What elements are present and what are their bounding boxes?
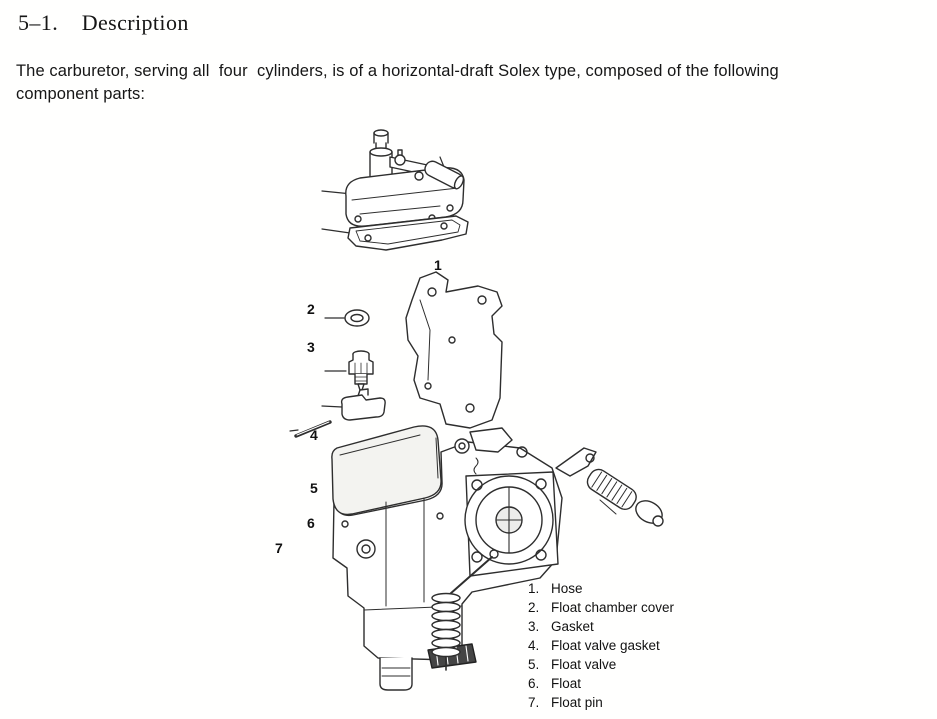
legend-item-number: 6. xyxy=(528,676,540,691)
legend-item-label: Hose xyxy=(551,581,583,596)
float-valve-part xyxy=(348,350,374,394)
callout-number-1: 1 xyxy=(434,257,442,273)
legend-item-label: Float valve xyxy=(551,657,617,672)
legend-item-label: Float chamber cover xyxy=(551,600,675,615)
legend-item-label: Float pin xyxy=(551,695,603,710)
callout-number-4: 4 xyxy=(310,427,318,443)
description-paragraph: The carburetor, serving all four cylinde… xyxy=(16,62,779,104)
callout-number-6: 6 xyxy=(307,515,315,531)
callout-number-5: 5 xyxy=(310,480,318,496)
legend-item: 6. Float xyxy=(528,674,674,693)
legend-item: 2. Float chamber cover xyxy=(528,598,674,617)
legend-item: 1. Hose xyxy=(528,579,674,598)
legend-item: 3. Gasket xyxy=(528,617,674,636)
hose-part xyxy=(424,160,465,190)
legend-item: 7. Float pin xyxy=(528,693,674,712)
legend-item-label: Gasket xyxy=(551,619,594,634)
carburetor-body-part xyxy=(331,425,664,691)
callout-number-3: 3 xyxy=(307,339,315,355)
callout-number-2: 2 xyxy=(307,301,315,317)
carburetor-exploded-diagram: 1 2 3 4 5 6 7 xyxy=(0,118,937,719)
legend-item: 5. Float valve xyxy=(528,655,674,674)
diagram-artwork xyxy=(289,129,664,691)
legend-item-number: 7. xyxy=(528,695,540,710)
gasket-part xyxy=(347,215,469,251)
parts-legend: 1. Hose 2. Float chamber cover 3. Gasket… xyxy=(528,579,674,712)
callout-number-7: 7 xyxy=(275,540,283,556)
legend-item-number: 5. xyxy=(528,657,540,672)
legend-item-number: 4. xyxy=(528,638,540,653)
legend-item-number: 2. xyxy=(528,600,540,615)
legend-item-label: Float valve gasket xyxy=(551,638,660,653)
legend-item-number: 1. xyxy=(528,581,540,596)
float-valve-gasket-part xyxy=(344,309,370,327)
float-pin-part xyxy=(294,420,332,438)
mounting-bracket-part xyxy=(405,271,503,429)
float-part xyxy=(340,388,386,421)
legend-item-number: 3. xyxy=(528,619,540,634)
section-heading: 5–1. Description xyxy=(18,10,189,35)
legend-item: 4. Float valve gasket xyxy=(528,636,674,655)
float-chamber-cover-part xyxy=(345,129,465,227)
legend-item-label: Float xyxy=(551,676,582,691)
